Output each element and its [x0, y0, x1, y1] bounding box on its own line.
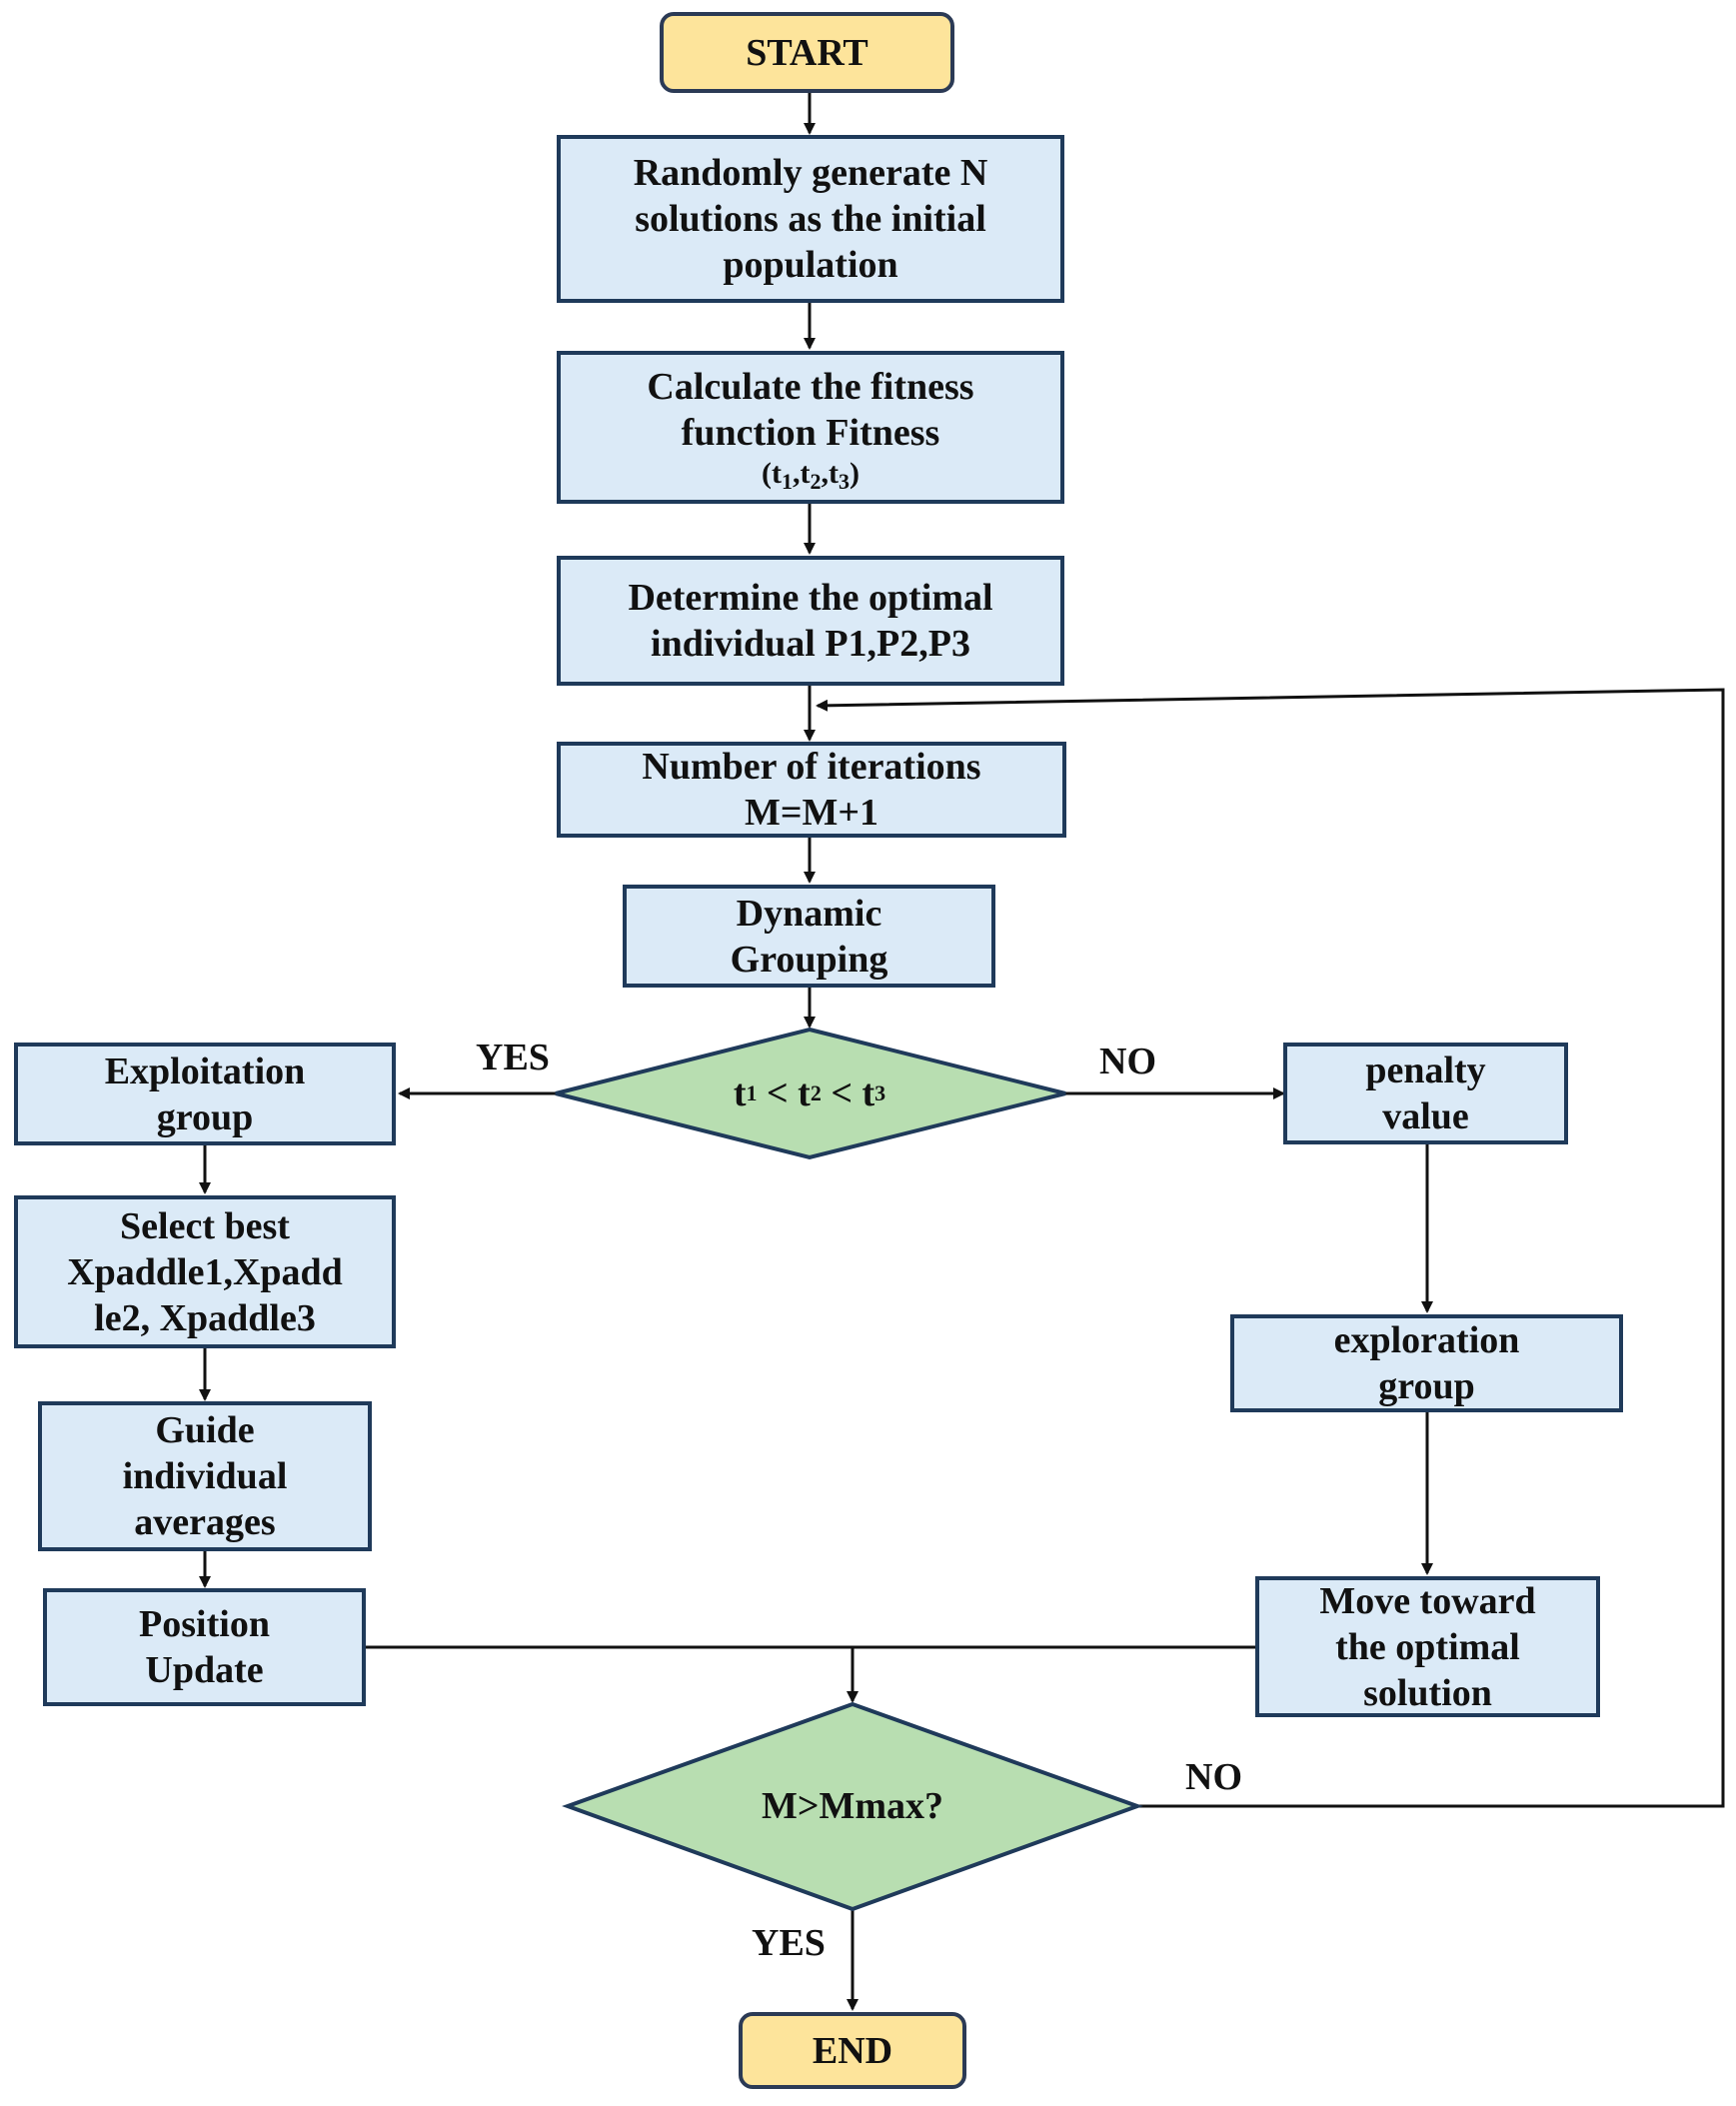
- decision1-yes-label: YES: [476, 1037, 550, 1078]
- decision1-diamond: [555, 1027, 1066, 1160]
- move-toward-label: Move toward the optimal solution: [1319, 1579, 1536, 1714]
- exploitation-group-box: Exploitation group: [14, 1043, 396, 1145]
- optimal-individual-box: Determine the optimal individual P1,P2,P…: [557, 556, 1064, 686]
- init-population-box: Randomly generate N solutions as the ini…: [557, 135, 1064, 303]
- penalty-value-label: penalty value: [1365, 1050, 1486, 1137]
- init-population-label: Randomly generate N solutions as the ini…: [633, 152, 988, 286]
- move-toward-box: Move toward the optimal solution: [1255, 1576, 1600, 1717]
- end-terminal: END: [739, 2012, 966, 2089]
- select-best-box: Select best Xpaddle1,Xpadd le2, Xpaddle3: [14, 1195, 396, 1348]
- decision2-yes-label: YES: [752, 1922, 826, 1964]
- select-best-label: Select best Xpaddle1,Xpadd le2, Xpaddle3: [67, 1204, 343, 1339]
- position-update-label: Position Update: [139, 1603, 270, 1691]
- decision2-diamond: [562, 1701, 1143, 1912]
- optimal-individual-label: Determine the optimal individual P1,P2,P…: [628, 577, 993, 665]
- decision1-no-label: NO: [1099, 1041, 1156, 1082]
- iterations-label: Number of iterations M=M+1: [642, 746, 981, 834]
- exploitation-group-label: Exploitation group: [104, 1050, 306, 1138]
- fitness-box: Calculate the fitness function Fitness (…: [557, 351, 1064, 504]
- dynamic-grouping-label: Dynamic Grouping: [730, 892, 888, 981]
- loop-back-line: [816, 688, 1725, 1808]
- penalty-value-box: penalty value: [1283, 1043, 1568, 1144]
- start-label: START: [746, 31, 868, 74]
- exploration-group-box: exploration group: [1230, 1314, 1623, 1412]
- guide-averages-box: Guide individual averages: [38, 1401, 372, 1551]
- decision2-no-label: NO: [1185, 1756, 1242, 1798]
- dynamic-grouping-box: Dynamic Grouping: [623, 885, 995, 988]
- iterations-box: Number of iterations M=M+1: [557, 742, 1066, 838]
- position-update-box: Position Update: [43, 1588, 366, 1706]
- guide-averages-label: Guide individual averages: [122, 1409, 288, 1543]
- fitness-label: Calculate the fitness function Fitness: [647, 365, 974, 454]
- end-label: END: [812, 2029, 893, 2072]
- start-terminal: START: [660, 12, 954, 93]
- fitness-args: (t1,t2,t3): [762, 456, 860, 494]
- decision2-label: M>Mmax?: [761, 1785, 944, 1827]
- exploration-group-label: exploration group: [1333, 1319, 1520, 1407]
